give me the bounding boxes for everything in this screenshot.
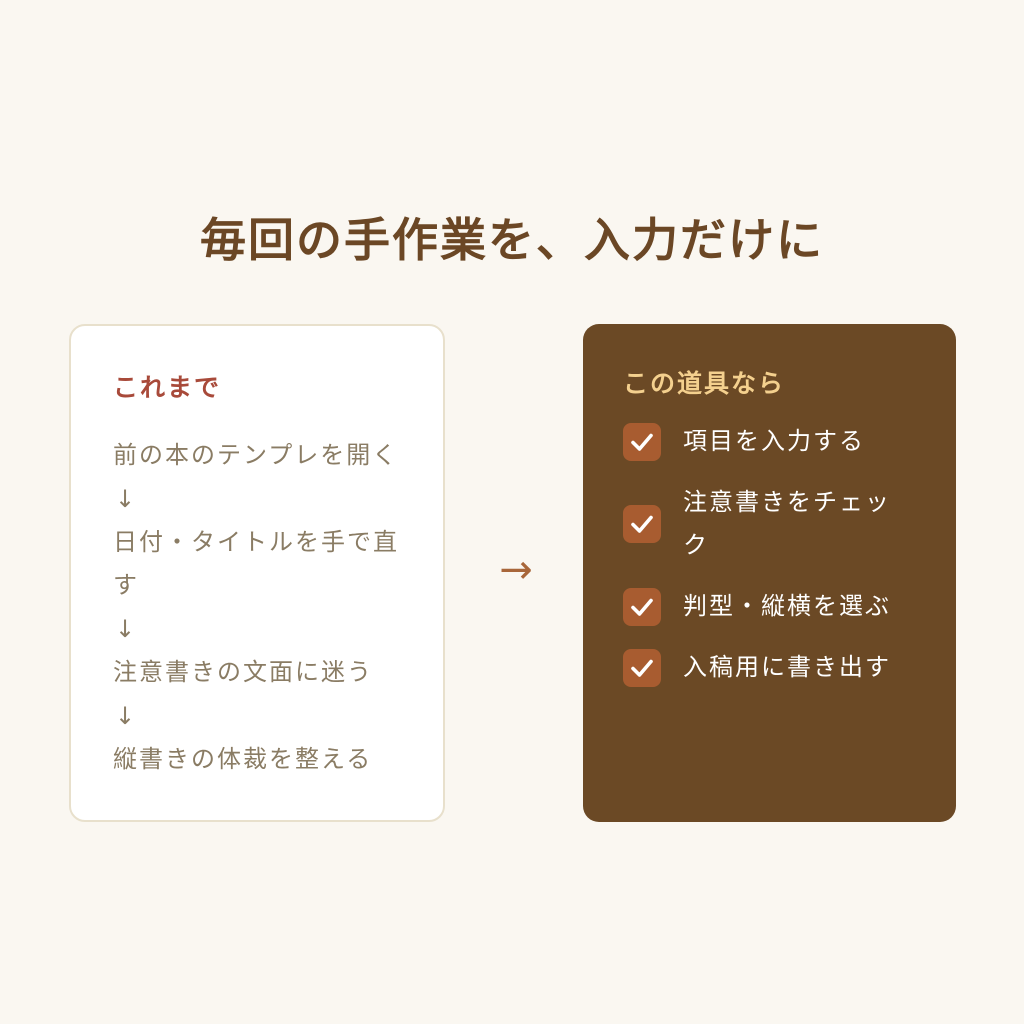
before-heading: これまで	[113, 373, 222, 402]
before-step: 前の本のテンプレを開く	[113, 441, 399, 469]
after-item-label: 入稿用に書き出す	[683, 653, 891, 681]
check-icon	[623, 422, 661, 461]
check-icon	[623, 587, 661, 626]
list-item: 注意書きをチェック	[623, 481, 926, 567]
before-step: 注意書きの文面に迷う	[113, 658, 373, 686]
check-icon	[623, 648, 661, 687]
list-item: 入稿用に書き出す	[623, 646, 926, 689]
after-item-label: 注意書きをチェック	[683, 488, 891, 559]
before-steps-list: 前の本のテンプレを開く ↓ 日付・タイトルを手で直す ↓ 注意書きの文面に迷う …	[113, 434, 403, 781]
after-list: 項目を入力する 注意書きをチェック 判型・縦横を選ぶ 入稿用に書き出す	[623, 420, 926, 689]
arrow-down-icon: ↓	[115, 615, 138, 643]
arrow-right-icon: →	[499, 547, 533, 593]
page-title: 毎回の手作業を、入力だけに	[200, 213, 824, 267]
after-item-label: 判型・縦横を選ぶ	[683, 592, 891, 620]
before-card: これまで 前の本のテンプレを開く ↓ 日付・タイトルを手で直す ↓ 注意書きの文…	[69, 324, 445, 822]
list-item: 項目を入力する	[623, 420, 926, 463]
after-card: この道具なら 項目を入力する 注意書きをチェック 判型・縦横を選ぶ 入稿用に書き…	[583, 324, 956, 822]
after-heading: この道具なら	[623, 369, 786, 398]
arrow-down-icon: ↓	[115, 702, 138, 730]
list-item: 判型・縦横を選ぶ	[623, 585, 926, 628]
before-step: 縦書きの体裁を整える	[113, 745, 373, 773]
before-step: 日付・タイトルを手で直す	[113, 528, 399, 599]
after-item-label: 項目を入力する	[683, 427, 865, 455]
check-icon	[623, 505, 661, 543]
arrow-down-icon: ↓	[115, 485, 138, 513]
